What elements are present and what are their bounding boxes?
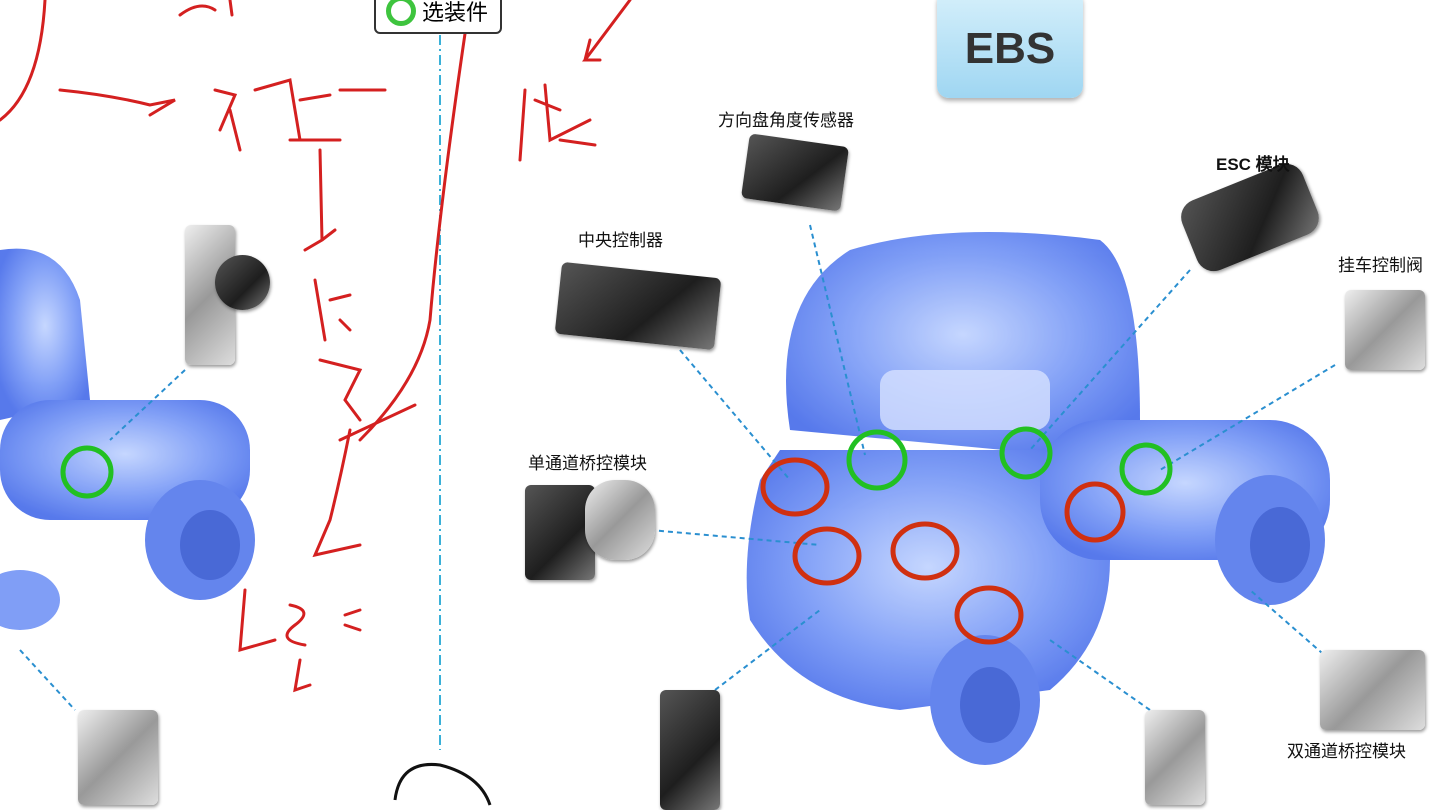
red-mark [954,585,1024,645]
leader-lines [19,224,1336,711]
red-mark [890,521,960,581]
green-mark [1119,442,1173,496]
solenoid-coil-image [215,255,270,310]
highlight-circles [60,426,1173,645]
trailer-valve-image [1345,290,1425,370]
steering-sensor-label: 方向盘角度传感器 [718,111,854,131]
abs-valve-image-front [660,690,720,810]
green-ring-icon [386,0,416,26]
esc-module-label: ESC 模块 [1216,155,1290,174]
green-mark [60,445,114,499]
dual-channel-label: 双通道桥控模块 [1287,742,1406,762]
cable-part [393,762,492,806]
green-mark [846,429,908,491]
red-mark [1064,481,1126,543]
ebs-badge: EBS [937,0,1083,98]
trailer-valve-label: 挂车控制阀 [1338,256,1423,276]
single-channel-module-image [525,485,595,580]
red-mark [760,457,830,517]
dual-channel-module-image [1320,650,1425,730]
single-channel-valve-image [585,480,655,560]
abs-valve-image-left [78,710,158,805]
steering-sensor-image [740,133,850,212]
right-truck-illustration [746,232,1330,765]
handwritten-annotations [0,0,632,693]
optional-parts-label: 选装件 [422,1,489,26]
red-mark [792,526,862,586]
optional-parts-legend: 选装件 [374,0,502,34]
single-channel-label: 单通道桥控模块 [528,454,647,474]
central-controller-label: 中央控制器 [578,231,663,251]
abs-valve-image-rear [1145,710,1205,805]
green-mark [999,426,1053,480]
left-truck-illustration [0,248,255,630]
